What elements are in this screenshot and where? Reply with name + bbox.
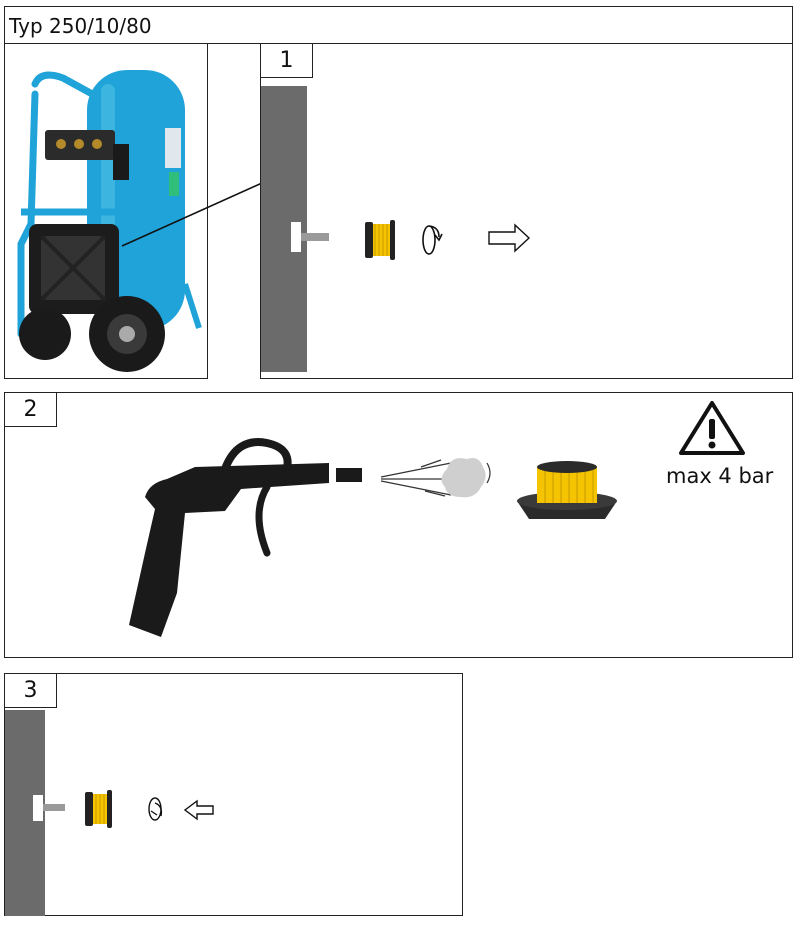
air-filter-icon	[85, 790, 112, 828]
header-bar: Typ 250/10/80	[4, 6, 793, 44]
rotate-arrow-icon	[422, 225, 443, 255]
filter-cover-icon	[148, 797, 163, 821]
warning-triangle-icon	[679, 401, 745, 455]
compressor-image	[17, 70, 202, 372]
step-1-panel: 1	[260, 43, 793, 379]
air-cloud-icon	[441, 458, 486, 498]
step-1-illustration	[261, 86, 531, 372]
arrow-left-icon	[183, 799, 214, 821]
step-3-number: 3	[5, 674, 57, 708]
step-2-number: 2	[5, 393, 57, 427]
leader-line	[121, 182, 263, 247]
compressor-photo-panel	[4, 43, 208, 379]
step-1-number: 1	[261, 44, 313, 78]
step-2-illustration	[129, 401, 745, 637]
step-3-illustration	[5, 710, 214, 916]
air-filter-icon	[517, 461, 617, 519]
model-title: Typ 250/10/80	[9, 14, 152, 38]
max-pressure-warning: max 4 bar	[666, 464, 774, 488]
step-2-panel: 2	[4, 392, 793, 658]
step-3-panel: 3	[4, 673, 463, 916]
arrow-right-icon	[488, 223, 531, 253]
air-blow-gun-icon	[129, 438, 362, 637]
air-filter-icon	[365, 220, 395, 260]
